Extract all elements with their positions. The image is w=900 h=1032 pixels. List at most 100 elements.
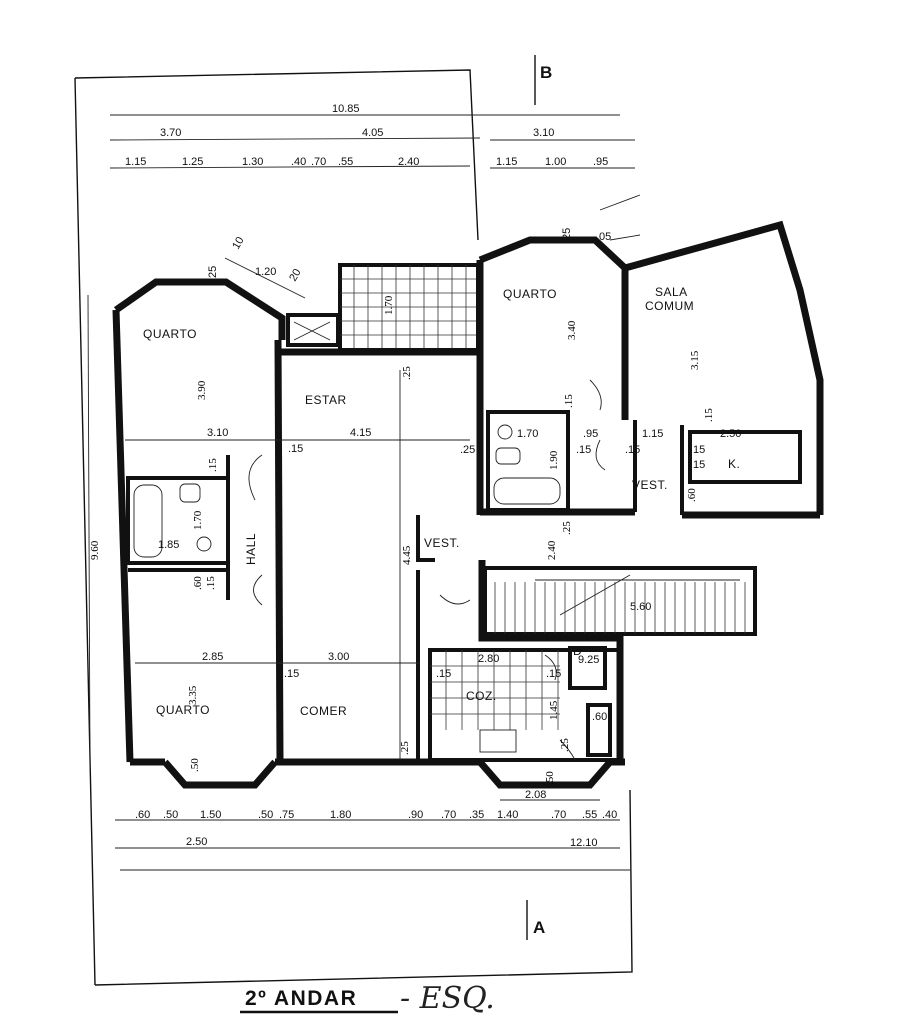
dim-bath-w-width: 1.85 [158, 539, 179, 551]
dim-top-row3-7: 1.15 [496, 156, 517, 168]
patio-tile-grid [340, 265, 478, 350]
dim-top-total: 10.85 [332, 103, 360, 115]
room-label-sala-2: COMUM [645, 299, 694, 313]
dim-hall-length: 4.45 [401, 545, 413, 565]
dim-quarto-sw-depth: 3.35 [187, 685, 199, 705]
washbasin-ne [497, 424, 513, 440]
dim-kitchenette-small-0: .15 [690, 444, 705, 456]
room-label-d: D [573, 644, 582, 658]
dim-quarto-ne-depth: 3.40 [566, 320, 578, 340]
dim-top-row3-3: .40 [291, 156, 306, 168]
wall-quarto-nw [113, 278, 286, 340]
dim-bottom-total: 12.10 [570, 837, 598, 849]
dim-bath-ne-0: 1.70 [517, 428, 538, 440]
dim-bay-sw: .50 [189, 758, 201, 772]
site-boundary [74, 69, 479, 241]
room-label-quarto-nw: QUARTO [143, 327, 197, 341]
dim-window-nw-1: 1.20 [255, 266, 276, 278]
room-label-estar: ESTAR [305, 393, 347, 407]
dim-bath-ne-4: .15 [576, 444, 591, 456]
bathtub-ne [493, 477, 561, 505]
floor-title: 2º ANDAR [245, 987, 357, 1010]
dim-bath-ne-7: .15 [703, 408, 715, 422]
dim-bottom-row1-1: .50 [163, 809, 178, 821]
dim-left-height: 9.60 [89, 540, 101, 560]
dim-coz-small-1: .15 [436, 668, 451, 680]
dim-bay-se-width: 2.08 [525, 789, 546, 801]
dim-kitchenette-width: 2.50 [720, 428, 741, 440]
room-label-comer: COMER [300, 704, 347, 718]
dim-quarto-nw-depth: 3.90 [196, 380, 208, 400]
wall-quarto-ne [478, 236, 629, 420]
cabinet-hatch [293, 321, 331, 341]
dim-bath-w-small-3: .15 [205, 576, 217, 590]
dim-top-row3-6: 2.40 [398, 156, 419, 168]
dim-bottom-row1-10: .70 [551, 809, 566, 821]
dim-bottom-row1-7: .70 [441, 809, 456, 821]
wall-sala-comum [624, 220, 824, 515]
dim-patio-depth: 1.70 [383, 295, 395, 315]
dim-top-row3-5: .55 [338, 156, 353, 168]
staircase [483, 566, 757, 636]
dim-bath-ne-5: .15 [625, 444, 640, 456]
dim-bottom-row1-8: .35 [469, 809, 484, 821]
dim-vest-small-0: 2.40 [546, 540, 558, 560]
dim-window-nw-3: 25 [207, 266, 219, 278]
dim-coz-small-3: 1.45 [548, 700, 560, 720]
section-marker-a: A [533, 918, 545, 937]
toilet-w [179, 483, 201, 503]
dim-stair-length: 5.60 [630, 601, 651, 613]
pantry-d [568, 646, 607, 690]
dim-bottom-row1-3: .50 [258, 809, 273, 821]
dim-comer-small-0: .15 [284, 668, 299, 680]
dim-bottom-row1-11: .55 [582, 809, 597, 821]
dim-comer-small-1: .25 [399, 741, 411, 755]
dim-bath-w-small-2: .60 [192, 576, 204, 590]
dim-estar-small-2: .25 [460, 444, 475, 456]
door-swings [248, 379, 606, 761]
dim-bath-ne-6: 1.15 [642, 428, 663, 440]
dim-bath-w-small-1: 1.70 [192, 510, 204, 530]
room-label-sala-1: SALA [655, 285, 688, 299]
room-label-vest-center: VEST. [424, 536, 460, 550]
dim-coz-small-4: .25 [559, 738, 571, 752]
room-label-quarto-sw: QUARTO [156, 703, 210, 717]
kitchen-tiled [428, 648, 622, 762]
dim-bottom-row1-6: .90 [408, 809, 423, 821]
dim-estar-width: 4.15 [350, 427, 371, 439]
dim-bottom-row1-12: .40 [602, 809, 617, 821]
dim-estar-small-0: .25 [401, 366, 413, 380]
dim-window-nw-0: 10 [230, 235, 247, 252]
dim-top-row3-8: 1.00 [545, 156, 566, 168]
room-label-coz: COZ. [466, 689, 497, 703]
dim-coz-small-5: .60 [592, 711, 607, 723]
top-dimension-chains [109, 114, 641, 241]
room-label-vest-right: VEST. [632, 478, 668, 492]
bottom-dimension-chains [115, 799, 630, 871]
dim-top-row3-0: 1.15 [125, 156, 146, 168]
dim-bath-ne-2: .15 [563, 394, 575, 408]
dim-top-right: 3.10 [533, 127, 554, 139]
section-marker-b: B [540, 63, 552, 82]
dim-bath-ne-1: .95 [583, 428, 598, 440]
dim-quarto-sw-width: 2.85 [202, 651, 223, 663]
site-boundary-left [74, 77, 96, 986]
dim-sala-depth: 3.15 [689, 350, 701, 370]
dim-kitchenette-small-2: .15 [690, 459, 705, 471]
bay-se [477, 758, 625, 789]
dim-bottom-row1-4: .75 [279, 809, 294, 821]
dim-quarto-nw-width: 3.10 [207, 427, 228, 439]
dim-bottom-row1-2: 1.50 [200, 809, 221, 821]
patio-tiled [338, 263, 480, 352]
bathtub-w [133, 484, 163, 558]
dim-comer-width: 3.00 [328, 651, 349, 663]
kitchen-stove [586, 703, 612, 757]
wall-vest-center [416, 515, 435, 562]
dim-kitchenette-small-1: .60 [686, 488, 698, 502]
room-label-k: K. [728, 457, 740, 471]
site-boundary-bottom [94, 789, 633, 986]
dim-top-row3-9: .95 [593, 156, 608, 168]
room-label-quarto-ne: QUARTO [503, 287, 557, 301]
dim-bottom-row1-9: 1.40 [497, 809, 518, 821]
